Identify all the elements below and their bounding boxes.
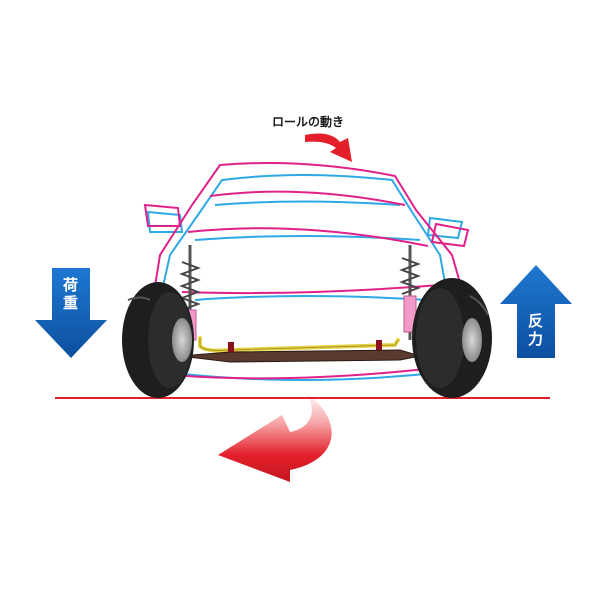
reaction-label: 反力 xyxy=(0,0,2,1)
roll-motion-label: ロールの動き xyxy=(272,114,344,129)
load-label: 荷重 xyxy=(0,0,2,1)
reaction-label-char-2: 力 xyxy=(528,330,543,348)
suspension-arm xyxy=(179,340,421,363)
load-arrow xyxy=(35,268,107,358)
reaction-label-char-1: 反 xyxy=(528,312,543,330)
car-outline-rolled xyxy=(143,162,470,380)
lateral-force-arrow xyxy=(218,392,332,482)
roll-motion-arrow xyxy=(305,133,352,162)
left-tire xyxy=(122,282,194,398)
load-label-char-1: 荷 xyxy=(63,276,78,294)
car-outline-static xyxy=(146,174,464,381)
right-tire xyxy=(412,278,492,398)
right-spring xyxy=(399,245,421,340)
reaction-arrow xyxy=(500,265,572,358)
load-label-char-2: 重 xyxy=(63,294,78,312)
